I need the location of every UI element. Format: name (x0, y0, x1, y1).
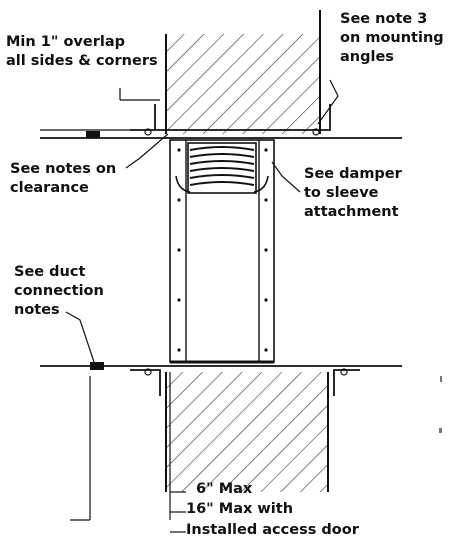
lower-wall-section (165, 372, 329, 492)
damper-sleeve (169, 139, 275, 364)
upper-mounting-angles (40, 104, 402, 139)
edge-mark (439, 376, 442, 433)
upper-wall-section (165, 10, 321, 134)
mounting-angles-callout: See note 3 on mounting angles (340, 11, 444, 65)
damper-attachment-callout: See damper to sleeve attachment (304, 166, 402, 220)
six-inch-max-label: 6" Max (196, 481, 253, 497)
duct-connector-upper (86, 131, 100, 138)
damper-blade-pack (175, 142, 269, 194)
overlap-callout: Min 1" overlap all sides & corners (6, 34, 158, 69)
sixteen-inch-max-label: 16" Max with (186, 501, 294, 517)
duct-connection-callout: See duct connection notes (14, 264, 104, 318)
access-door-label: Installed access door (186, 522, 359, 538)
leader-lines (65, 79, 339, 521)
duct-connector-lower (90, 362, 104, 370)
dimension-lines (170, 491, 186, 533)
clearance-callout: See notes on clearance (10, 161, 117, 196)
lower-mounting-angles (40, 362, 402, 396)
